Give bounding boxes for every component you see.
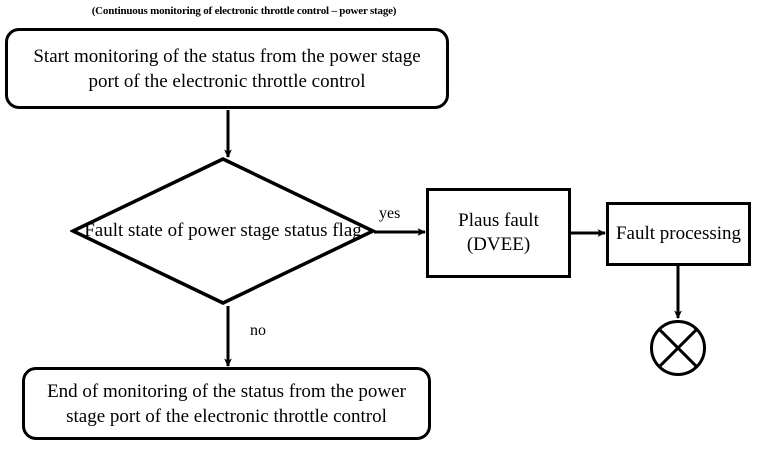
edge-label-yes: yes — [379, 205, 401, 222]
node-fault-processing[interactable]: Fault processing — [606, 202, 751, 266]
node-plaus-fault[interactable]: Plaus fault (DVEE) — [426, 188, 571, 278]
node-plaus-fault-label: Plaus fault (DVEE) — [458, 210, 539, 255]
node-decision[interactable]: Fault state of power stage status flag — [70, 156, 376, 306]
node-end-label: End of monitoring of the status from the… — [47, 380, 406, 427]
edge-label-no: no — [250, 322, 266, 339]
node-fault-processing-label: Fault processing — [615, 223, 742, 244]
node-end[interactable]: End of monitoring of the status from the… — [22, 367, 431, 440]
diamond-shape — [70, 157, 376, 305]
diagram-caption: (Continuous monitoring of electronic thr… — [91, 5, 397, 17]
node-stop[interactable] — [649, 319, 707, 377]
node-start[interactable]: Start monitoring of the status from the … — [5, 28, 449, 109]
circle-cross-icon — [650, 320, 706, 376]
node-start-label: Start monitoring of the status from the … — [33, 45, 421, 92]
